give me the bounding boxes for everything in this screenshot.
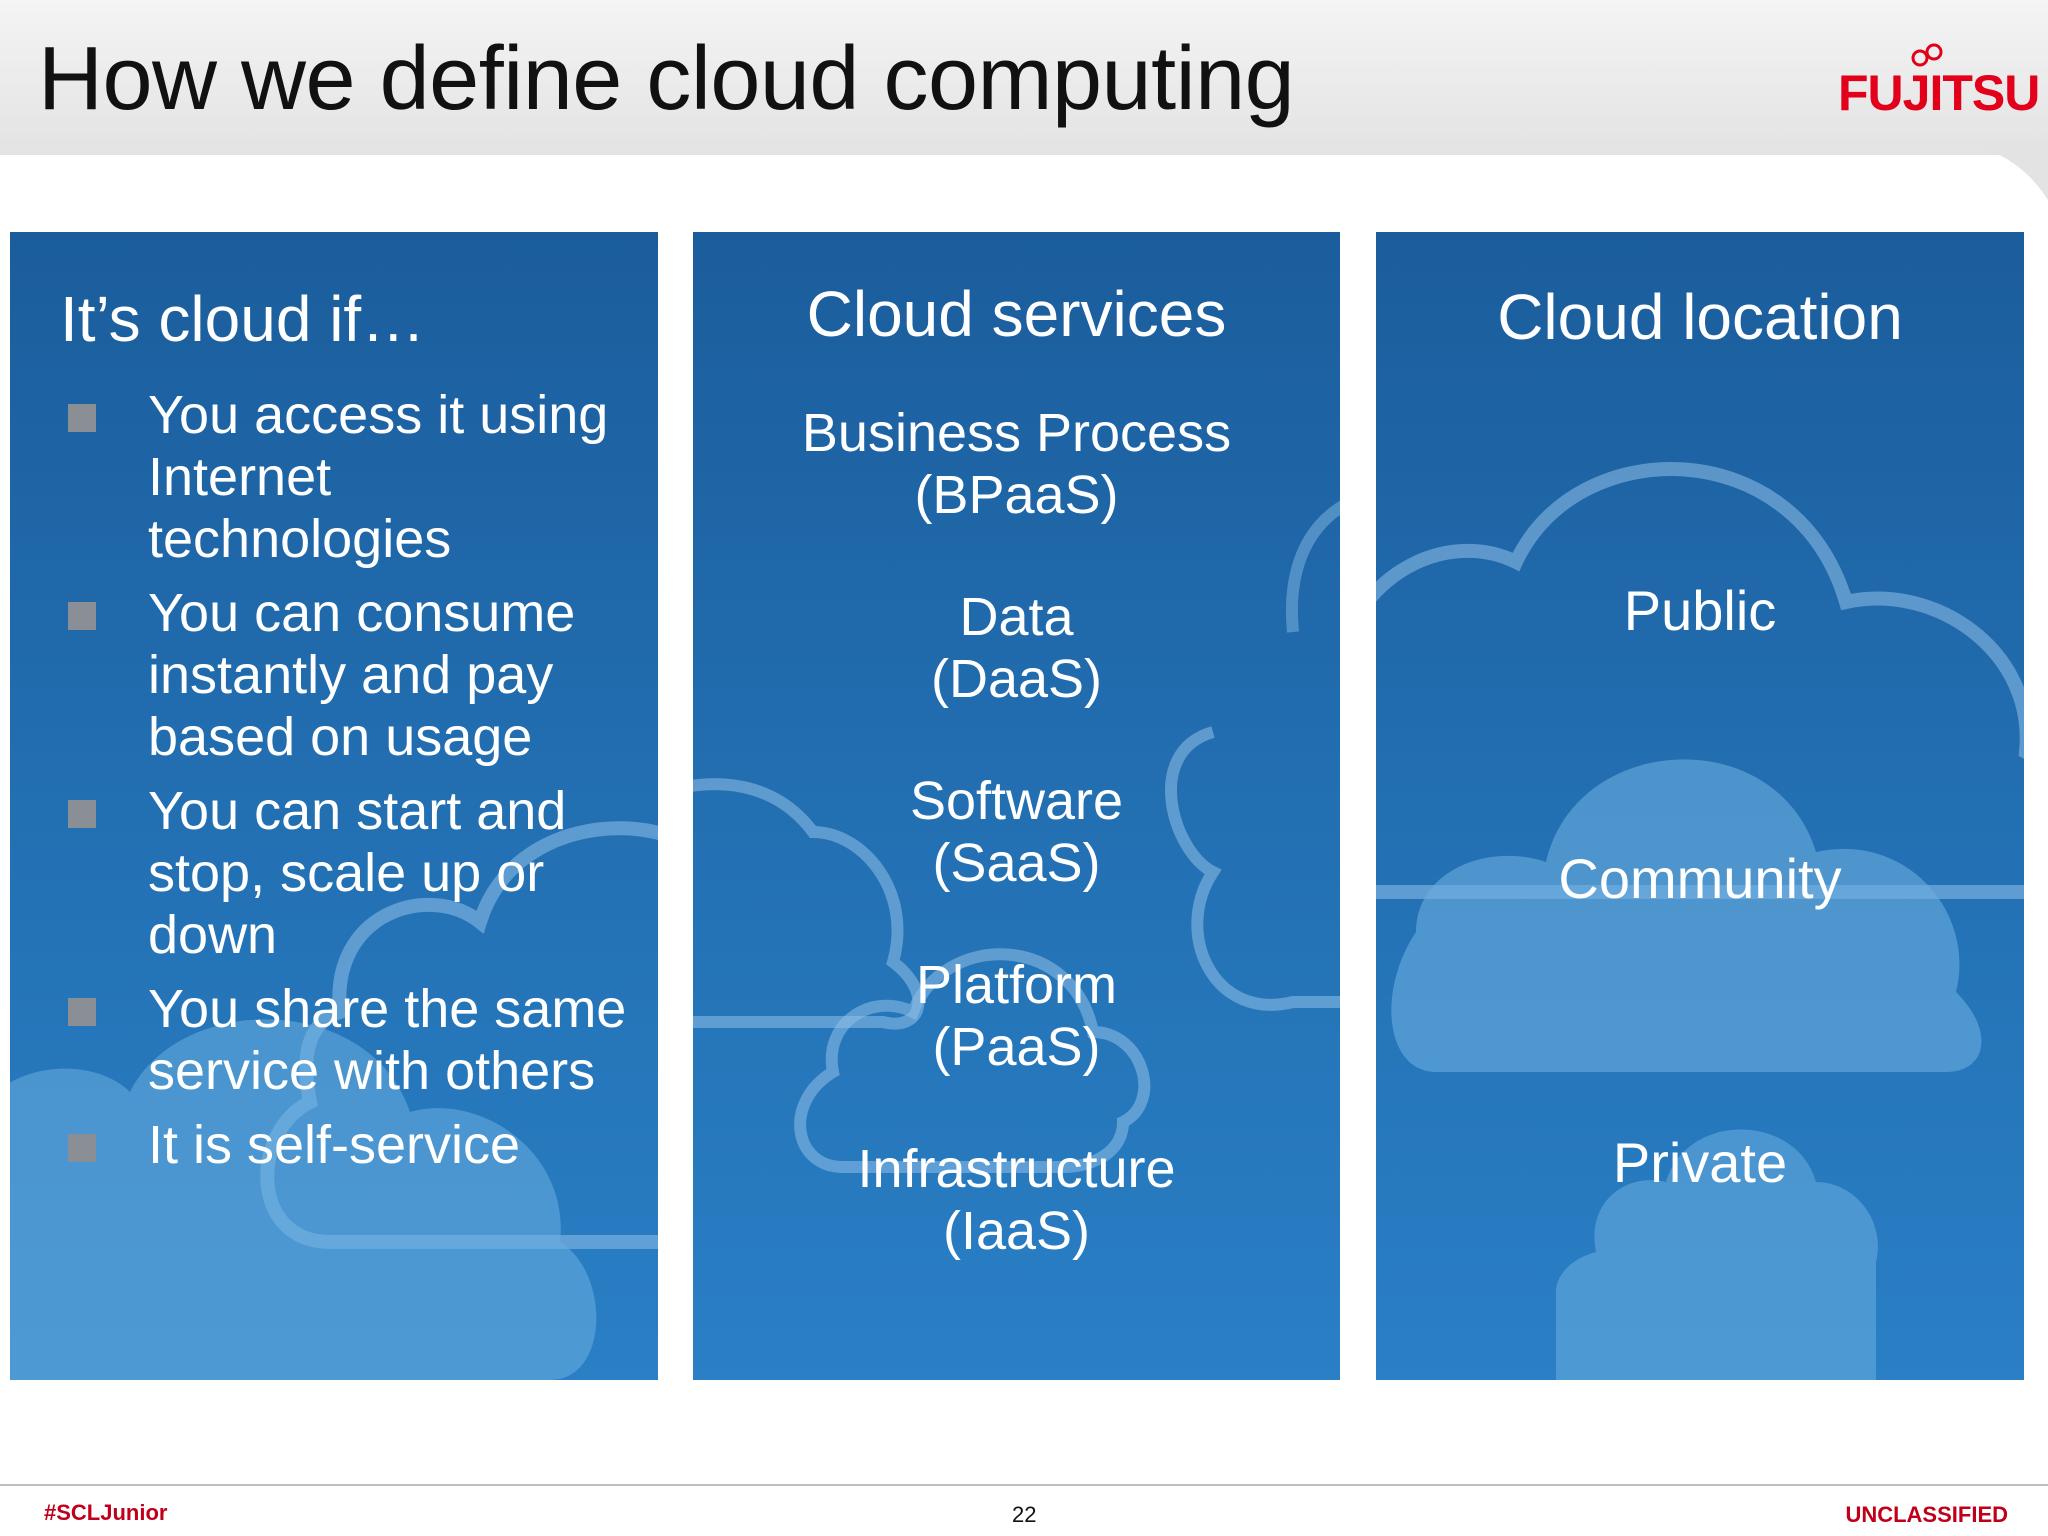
service-abbr: (BPaaS)	[914, 465, 1119, 525]
location-community: Community	[1558, 847, 1842, 910]
service-name: Business Process	[801, 403, 1232, 463]
service-name: Infrastructure	[857, 1139, 1176, 1199]
service-abbr: (DaaS)	[930, 649, 1103, 709]
list-item: It is self-service	[68, 1114, 648, 1176]
footer-divider	[0, 1484, 2048, 1486]
square-bullet-icon	[68, 404, 96, 432]
slide-title: How we define cloud computing	[38, 29, 1295, 129]
list-item-text: It is self-service	[148, 1115, 521, 1175]
panel-cloud-location: Cloud location Public Community Private	[1376, 232, 2024, 1380]
list-item-text: You share the same service with others	[148, 979, 627, 1101]
list-item: You share the same service with others	[68, 978, 648, 1102]
list-item: You can consume instantly and pay based …	[68, 582, 648, 768]
list-item-text: You access it using Internet technologie…	[148, 385, 609, 569]
cloud-decoration	[10, 821, 658, 1380]
header-band	[0, 0, 2048, 155]
classification-label: UNCLASSIFIED	[1845, 1502, 2008, 1527]
panel-its-cloud-if: It’s cloud if… You access it using Inter…	[10, 232, 658, 1380]
square-bullet-icon	[68, 998, 96, 1026]
square-bullet-icon	[68, 602, 96, 630]
service-name: Platform	[915, 955, 1118, 1015]
square-bullet-icon	[68, 800, 96, 828]
service-paas: Platform (PaaS)	[693, 954, 1340, 1078]
list-item-text: You can consume instantly and pay based …	[148, 583, 576, 767]
panel-heading: It’s cloud if…	[60, 283, 426, 355]
fujitsu-logo: FUJITSU	[1838, 43, 2040, 132]
service-abbr: (PaaS)	[932, 1017, 1101, 1077]
list-item-text: You can start and stop, scale up or down	[148, 781, 567, 965]
list-item: You access it using Internet technologie…	[68, 384, 648, 570]
panel-heading: Cloud location	[1497, 281, 1903, 353]
panel-cloud-services: Cloud services Business Process (BPaaS) …	[693, 232, 1340, 1380]
list-item: You can start and stop, scale up or down	[68, 780, 648, 966]
criteria-list: You access it using Internet technologie…	[68, 384, 648, 1188]
service-name: Data	[959, 587, 1074, 647]
infinity-logo-icon	[1911, 43, 1943, 67]
service-abbr: (IaaS)	[942, 1201, 1091, 1261]
service-iaas: Infrastructure (IaaS)	[693, 1138, 1340, 1262]
cloud-decoration	[1376, 462, 2024, 1380]
service-daas: Data (DaaS)	[693, 586, 1340, 710]
logo-text: FUJITSU	[1838, 65, 2040, 121]
footer-hashtag: #SCLJunior	[44, 1500, 168, 1525]
service-bpaas: Business Process (BPaaS)	[693, 402, 1340, 526]
square-bullet-icon	[68, 1134, 96, 1162]
location-public: Public	[1623, 579, 1777, 642]
cloud-decoration	[693, 500, 1340, 1173]
page-number: 22	[1012, 1502, 1037, 1527]
service-abbr: (SaaS)	[932, 833, 1101, 893]
service-saas: Software (SaaS)	[693, 770, 1340, 894]
location-private: Private	[1612, 1131, 1788, 1194]
panel-heading: Cloud services	[806, 278, 1227, 350]
service-name: Software	[909, 771, 1124, 831]
